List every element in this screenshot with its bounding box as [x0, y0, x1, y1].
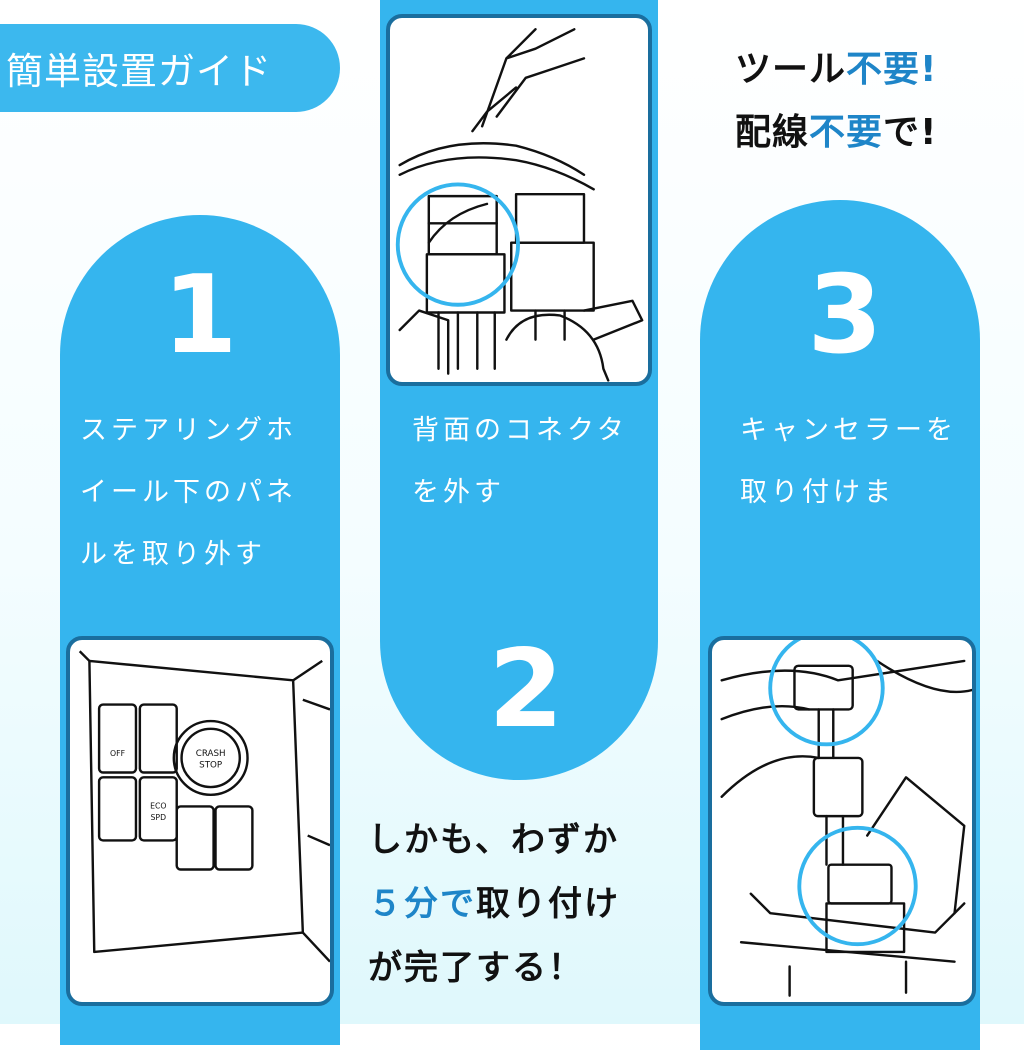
eco-label: ECO [150, 801, 166, 810]
eco-label: SPD [151, 813, 167, 822]
canceller-drawing [720, 640, 972, 997]
step-2-text: 背面のコネクタ を外す [412, 400, 628, 524]
crash-stop-label: CRASH [196, 749, 226, 759]
slogan-line-1: ツール不要! [735, 52, 937, 88]
step-3-line: キャンセラーを [740, 415, 957, 446]
crash-stop-label: STOP [199, 761, 222, 771]
slogan-text: で! [883, 112, 938, 153]
bottom-highlight: ５分で [368, 884, 476, 924]
switch-panel-drawing: CRASH STOP OFF ECO SPD [78, 650, 330, 963]
bottom-message: しかも、わずか ５分で取り付け が完了する！ [368, 808, 698, 1000]
step-2-line: 背面のコネクタ [412, 415, 628, 446]
bottom-text: 取り付け [476, 884, 620, 924]
connector-illustration [386, 14, 652, 386]
bottom-line-3: が完了する！ [368, 948, 584, 988]
connector-drawing [395, 28, 644, 382]
off-label: OFF [110, 749, 125, 758]
step-2-line: を外す [412, 477, 505, 508]
slogan-highlight: 不要! [846, 49, 938, 90]
step-2-number: 2 [488, 627, 564, 752]
slogan-text: ツール [735, 49, 847, 90]
slogan-line-2: 配線不要で! [735, 115, 937, 151]
switch-panel-illustration: CRASH STOP OFF ECO SPD [66, 636, 334, 1006]
title-banner: 簡単設置ガイド [0, 24, 340, 112]
step-1-line: イール下のパネ [80, 477, 297, 508]
step-1-line: ルを取り外す [80, 539, 266, 570]
step-1-number: 1 [162, 253, 238, 378]
step-1-text: ステアリングホ イール下のパネ ルを取り外す [80, 400, 297, 586]
slogan-text: 配線 [735, 112, 810, 153]
page-title: 簡単設置ガイド [6, 50, 272, 93]
bottom-line-2: ５分で取り付け [368, 872, 698, 936]
step-3-text: キャンセラーを 取り付けま [740, 400, 957, 524]
step-3-line: 取り付けま [740, 477, 895, 508]
step-1-line: ステアリングホ [80, 415, 297, 446]
bottom-line-1: しかも、わずか [368, 820, 619, 860]
canceller-illustration [708, 636, 976, 1006]
step-3-number: 3 [807, 253, 883, 378]
slogan-highlight: 不要 [809, 112, 884, 153]
